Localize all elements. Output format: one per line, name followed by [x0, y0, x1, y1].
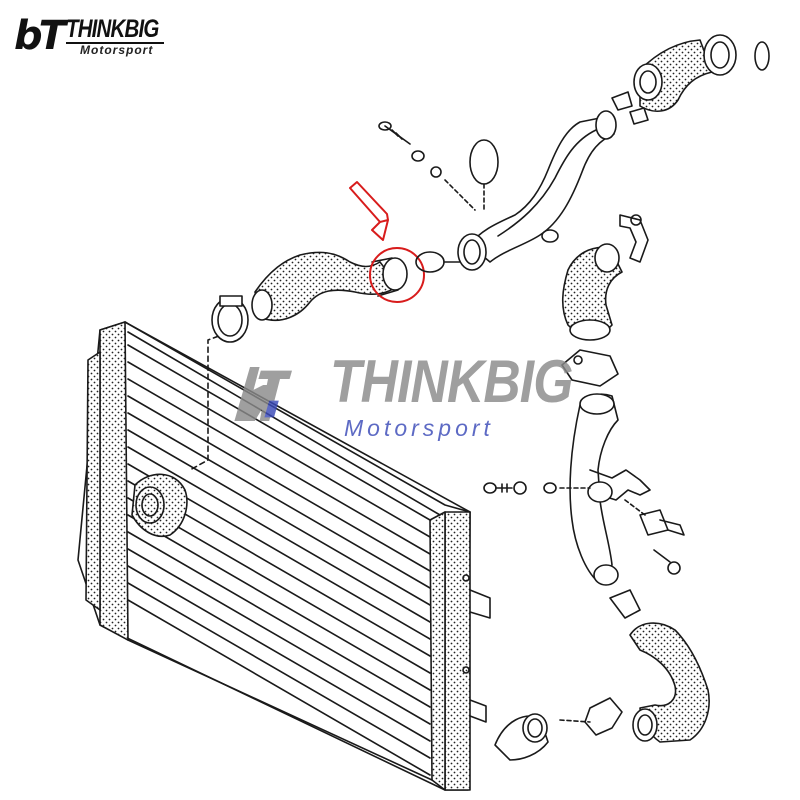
logo-tagline: Motorsport: [80, 43, 154, 57]
pressure-sensor: [624, 499, 685, 575]
logo-brand-text: THINKBIG: [66, 15, 159, 43]
o-ring-loose: [469, 139, 499, 185]
right-hose-lower: [559, 589, 710, 743]
turbo-outlet-hose: [611, 34, 770, 125]
logo-monogram: bT: [14, 13, 66, 59]
left-hose-clamp: [211, 295, 249, 343]
intercooler-inlet-stub: [131, 473, 188, 537]
pointer-arrow-icon: [349, 181, 389, 241]
right-charge-pipe: [569, 393, 651, 586]
bolt-set-upper: [378, 121, 499, 211]
bolt-set-mid: [483, 481, 591, 495]
highlight-marker: [349, 181, 425, 303]
charge-air-hose-upper: [251, 251, 408, 322]
intercooler-outlet-stub: [494, 713, 549, 761]
highlight-circle: [369, 247, 425, 303]
brand-logo: bT THINKBIG Motorsport: [14, 14, 164, 60]
right-hose-upper: [561, 214, 649, 387]
upper-charge-pipe: [457, 110, 617, 271]
o-ring-top: [754, 41, 770, 71]
intercooler-core: [77, 321, 491, 791]
logo-underline: [66, 42, 164, 44]
